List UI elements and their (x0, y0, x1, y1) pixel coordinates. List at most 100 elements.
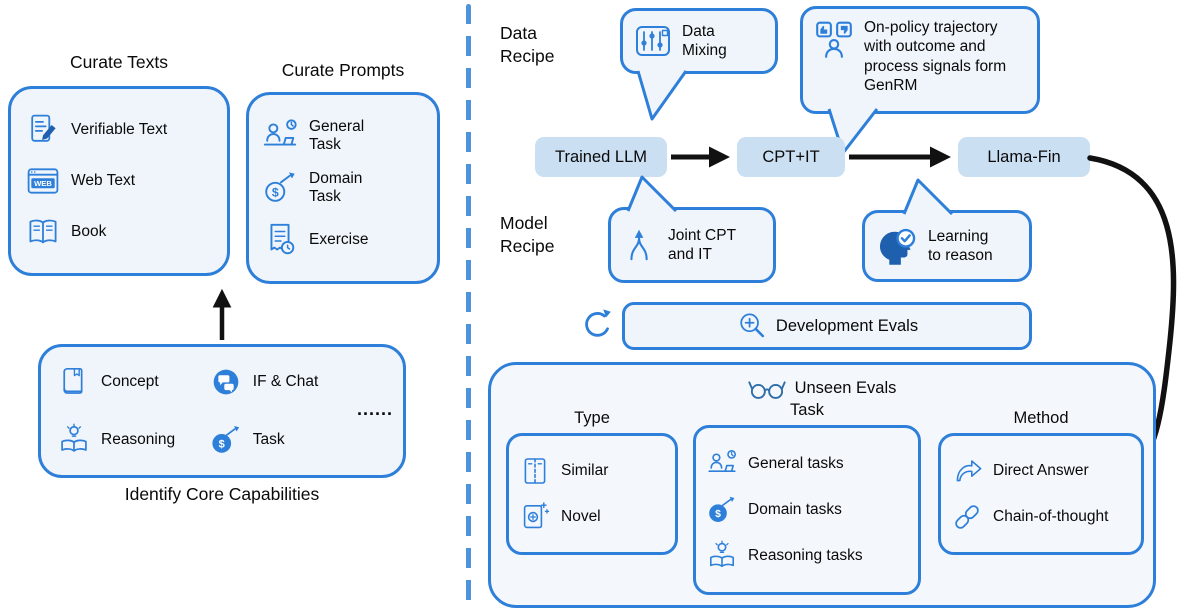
item-label: Reasoning (101, 431, 176, 449)
curate-texts-title: Curate Texts (70, 52, 168, 72)
dollar-chart-filled-icon: $ (709, 496, 735, 522)
bubble-text: Learning to reason (928, 227, 993, 264)
pipeline-node-cpt-it: CPT+IT (737, 137, 845, 177)
chat-bubbles-icon (213, 369, 239, 395)
list-item-task: $ Task (209, 423, 387, 457)
core-capabilities-caption: Identify Core Capabilities (124, 484, 320, 504)
item-label: General tasks (748, 455, 844, 473)
item-label: Web Text (71, 172, 136, 190)
item-label: Book (71, 223, 107, 241)
book-lightbulb-icon (61, 423, 87, 452)
learning-to-reason-bubble: Learning to reason (862, 210, 1032, 282)
development-evals-label: Development Evals (775, 316, 919, 335)
item-label: Similar (561, 462, 609, 480)
pipeline-node-trained-llm: Trained LLM (535, 137, 667, 177)
dollar-chart-icon: $ (265, 172, 295, 202)
item-label: Chain-of-thought (993, 507, 1109, 525)
item-label: Direct Answer (993, 462, 1089, 480)
item-label: Task (252, 431, 285, 449)
cycle-refresh-icon (585, 309, 611, 337)
node-label: Llama-Fin (987, 147, 1061, 166)
glasses-icon (747, 381, 786, 399)
column-header-method: Method (1013, 409, 1069, 427)
item-label: Domain tasks (748, 501, 842, 519)
list-item-web-text: WEB Web Text (25, 163, 213, 199)
split-pages-icon (524, 458, 546, 485)
bubble-text: On-policy trajectory with outcome and pr… (864, 19, 1007, 95)
merge-arrows-icon (630, 229, 648, 261)
svg-text:$: $ (715, 509, 721, 520)
list-item-reasoning: Reasoning (57, 423, 209, 457)
type-box: Similar Novel (506, 433, 678, 555)
unseen-evals-panel: Unseen Evals Type Task Method Similar (488, 362, 1156, 608)
document-pen-icon (31, 114, 56, 142)
book-lightbulb-icon (710, 540, 734, 568)
unseen-evals-title: Unseen Evals (794, 378, 897, 397)
item-label: IF & Chat (252, 373, 319, 391)
chain-links-icon (955, 504, 979, 529)
list-item-chain-of-thought: Chain-of-thought (951, 501, 1131, 533)
list-item-concept: Concept (57, 365, 209, 399)
svg-text:$: $ (218, 439, 224, 451)
list-item-novel: Novel (519, 501, 665, 533)
svg-text:$: $ (272, 186, 279, 200)
merge-up-arrow (212, 288, 232, 340)
column-header-type: Type (574, 409, 610, 427)
item-label: Novel (561, 507, 601, 525)
open-book-icon (29, 219, 57, 244)
joint-cpt-bubble: Joint CPT and IT (608, 207, 776, 283)
list-item-general-tasks: General tasks (706, 448, 908, 480)
bubble-text: Data Mixing (682, 22, 727, 59)
node-label: CPT+IT (762, 147, 820, 166)
list-item-domain-tasks: $ Domain tasks (706, 494, 908, 526)
item-label: Domain Task (309, 170, 363, 205)
feedback-thumbs-icon (816, 21, 852, 58)
list-item-general-task: General Task (261, 117, 425, 155)
column-header-task: Task (790, 401, 824, 419)
list-item-domain-task: $ Domain Task (261, 169, 425, 207)
bubble-text: Joint CPT and IT (668, 226, 736, 263)
pipeline-arrow-1 (671, 146, 731, 168)
head-check-icon (879, 228, 916, 265)
closed-book-icon (63, 367, 83, 394)
list-item-exercise: Exercise (261, 221, 425, 259)
data-mixing-bubble-tail (636, 70, 688, 121)
model-recipe-label: Model Recipe (500, 213, 555, 256)
list-item-if-chat: IF & Chat (209, 365, 387, 399)
pipeline-node-llama-fin: Llama-Fin (958, 137, 1090, 177)
item-label: Exercise (309, 231, 369, 249)
list-item-verifiable-text: Verifiable Text (25, 112, 213, 148)
person-desk-clock-icon (708, 450, 736, 472)
list-item-similar: Similar (519, 455, 665, 487)
data-recipe-label: Data Recipe (500, 23, 555, 66)
curate-prompts-panel: General Task $ Domain Task Exercise (246, 92, 440, 284)
novel-book-sparkle-icon (523, 501, 550, 528)
data-mixing-bubble: Data Mixing (620, 8, 778, 74)
item-label: Verifiable Text (71, 121, 168, 139)
mixer-sliders-icon (636, 26, 670, 56)
item-label: Concept (101, 373, 159, 391)
curate-texts-panel: Verifiable Text WEB Web Text Book (8, 86, 230, 276)
web-icon-label: WEB (34, 179, 52, 188)
magnifier-plus-icon (740, 313, 765, 338)
development-evals-box: Development Evals (622, 302, 1032, 350)
receipt-clock-icon (270, 223, 295, 255)
item-label: Reasoning tasks (748, 547, 863, 565)
unseen-evals-header: Unseen Evals (491, 375, 1153, 401)
web-browser-icon: WEB (27, 168, 59, 194)
dashed-divider (466, 4, 471, 608)
learning-bubble-tail (902, 178, 954, 215)
core-capabilities-panel: Concept IF & Chat Reasoning (38, 344, 406, 478)
on-policy-bubble: On-policy trajectory with outcome and pr… (800, 6, 1040, 114)
dollar-chart-filled-icon: $ (212, 425, 239, 453)
list-item-book: Book (25, 214, 213, 250)
node-label: Trained LLM (554, 147, 647, 166)
person-desk-clock-icon (263, 119, 297, 146)
task-box: General tasks $ Domain tasks Reas (693, 425, 921, 595)
pipeline-arrow-2 (849, 146, 952, 168)
item-label: General Task (309, 118, 365, 153)
curved-arrow-icon (956, 460, 982, 482)
curate-prompts-title: Curate Prompts (281, 60, 405, 80)
ellipsis-more: ...... (356, 399, 393, 419)
